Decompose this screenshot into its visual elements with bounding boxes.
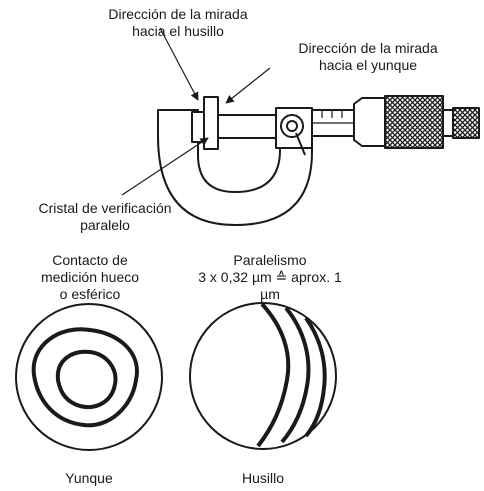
label-spindle-view-line2: hacia el husillo (132, 23, 224, 39)
micrometer (157, 95, 480, 226)
leader-lines (121, 27, 271, 196)
label-parallelism-line1: Paralelismo (233, 252, 307, 268)
label-anvil-view-line1: Dirección de la mirada (298, 40, 438, 56)
label-optical-flat: Cristal de verificación paralelo (5, 200, 205, 234)
anvil (191, 111, 205, 143)
leader-optical-flat (121, 137, 209, 196)
caption-spindle: Husillo (241, 470, 284, 486)
ratchet (442, 109, 454, 137)
anvil-view (15, 303, 163, 451)
anvil-fringe-inner (55, 349, 118, 409)
spindle-fringe-1 (256, 302, 291, 448)
caption-anvil: Yunque (65, 470, 113, 486)
spindle-view (189, 302, 337, 450)
label-parallelism-line3: µm (260, 286, 280, 302)
lock-lever (295, 132, 306, 156)
spindle-shaft (217, 114, 281, 139)
label-parallelism-line2: 3 x 0,32 µm ≙ aprox. 1 (198, 269, 342, 285)
label-anvil-view: Dirección de la mirada hacia el yunque (258, 40, 478, 74)
thimble (353, 97, 386, 147)
leader-spindle-view (159, 27, 199, 101)
ratchet-knurl (452, 107, 480, 139)
label-optical-flat-line2: paralelo (80, 217, 130, 233)
spindle-fringe-3 (304, 316, 327, 438)
label-contact-line3: o esférico (59, 286, 121, 302)
optical-flat (203, 96, 219, 150)
label-parallelism: Paralelismo 3 x 0,32 µm ≙ aprox. 1 µm (170, 252, 370, 303)
label-contact-line2: medición hueco (40, 269, 140, 285)
spindle-fringe-2 (280, 306, 311, 444)
label-anvil-view-line2: hacia el yunque (318, 57, 418, 73)
label-spindle-view: Dirección de la mirada hacia el husillo (68, 6, 288, 40)
label-contact-line1: Contacto de (52, 252, 128, 268)
leader-anvil-view (225, 67, 271, 104)
label-spindle-view-line1: Dirección de la mirada (108, 6, 248, 22)
label-contact: Contacto de medición hueco o esférico (10, 252, 170, 303)
label-optical-flat-line1: Cristal de verificación (38, 200, 172, 216)
anvil-fringe-outer (31, 327, 139, 428)
anvil-view-circle (15, 303, 163, 451)
thimble-knurl (384, 95, 444, 149)
